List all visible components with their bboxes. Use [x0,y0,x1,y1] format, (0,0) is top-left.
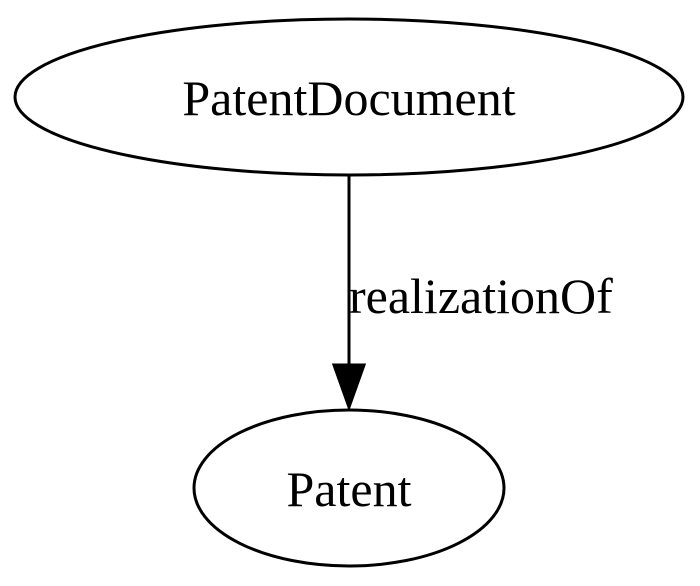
node-patent[interactable]: Patent [192,408,506,568]
node-patent-label: Patent [287,461,412,517]
node-patentdocument[interactable]: PatentDocument [13,17,685,177]
edge-label: realizationOf [349,268,613,324]
node-patentdocument-label: PatentDocument [182,70,515,126]
edge-arrowhead [331,363,367,412]
edge-realizationof: realizationOf [331,175,613,412]
node-patent-shape [192,408,506,568]
